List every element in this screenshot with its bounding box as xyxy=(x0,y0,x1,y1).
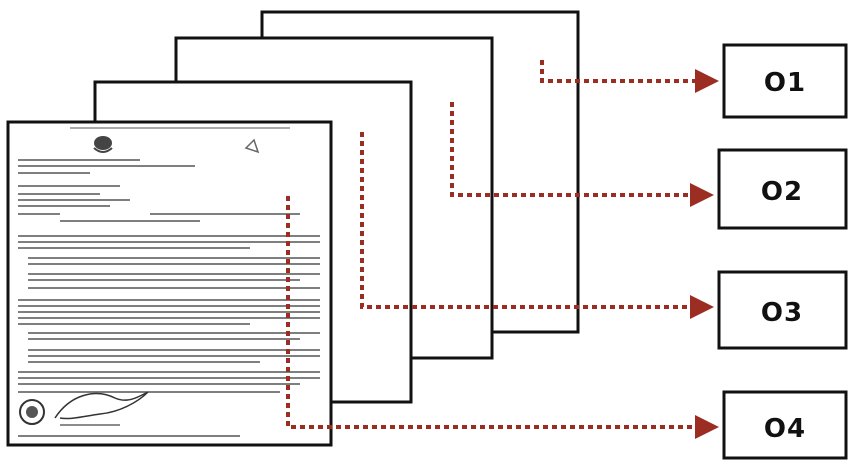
label-box-04: O4 xyxy=(722,390,848,460)
signature-icon xyxy=(54,391,149,426)
arrowhead-03 xyxy=(690,295,714,319)
arrowheads xyxy=(690,69,719,439)
arrowhead-04 xyxy=(695,415,719,439)
document-text-lines xyxy=(18,127,320,437)
label-box-02: O2 xyxy=(717,148,848,230)
leader-line-01 xyxy=(540,60,695,83)
seal-icon xyxy=(19,399,45,425)
label-03: O3 xyxy=(761,298,803,328)
leader-lines xyxy=(286,60,695,429)
label-box-01: O1 xyxy=(722,43,848,119)
arrowhead-01 xyxy=(695,69,719,93)
scanned-document xyxy=(6,120,333,447)
label-04: O4 xyxy=(764,414,806,444)
label-box-03: O3 xyxy=(717,270,848,350)
stamp-mark-icon xyxy=(244,138,260,154)
leader-line-02 xyxy=(450,102,690,197)
crest-emblem-icon xyxy=(93,136,113,153)
label-02: O2 xyxy=(761,177,803,207)
arrowhead-02 xyxy=(690,183,714,207)
leader-line-03 xyxy=(360,132,690,309)
leader-line-04 xyxy=(286,196,695,429)
label-01: O1 xyxy=(764,68,806,98)
